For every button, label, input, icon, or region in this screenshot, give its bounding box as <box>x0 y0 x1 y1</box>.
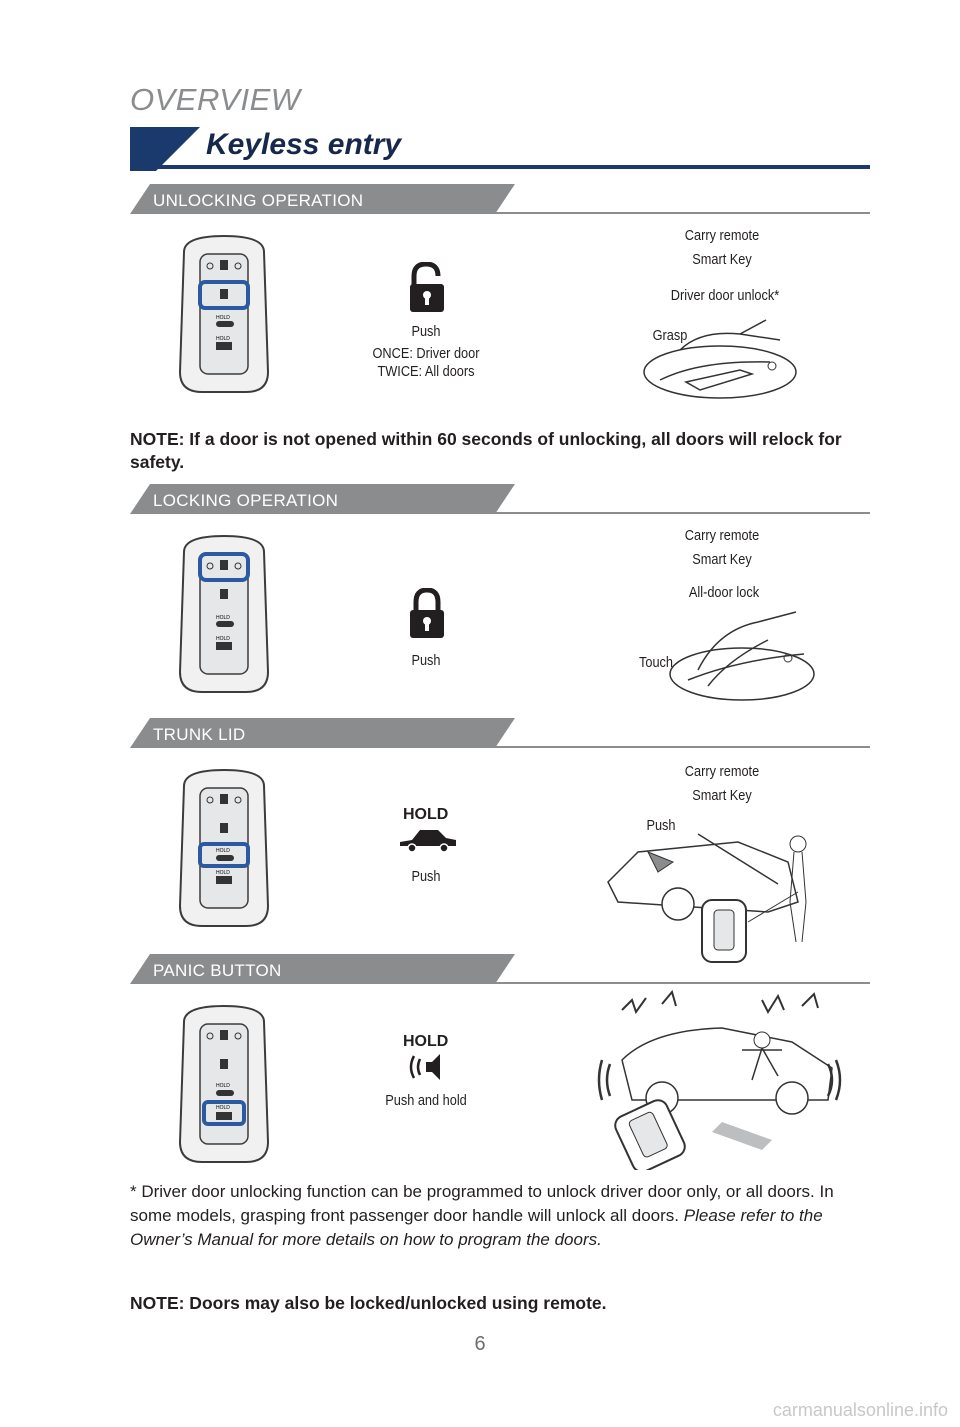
page-number: 6 <box>474 1333 486 1355</box>
lock-smart-key: Smart Key <box>692 551 752 568</box>
panic-alarm-illustration <box>597 990 842 1170</box>
section-label-unlocking: UNLOCKING OPERATION <box>153 191 364 210</box>
unlock-carry-remote: Carry remote <box>684 227 760 244</box>
section-band-unlocking <box>130 184 870 214</box>
svg-text:HOLD: HOLD <box>216 870 230 876</box>
section-band-trunk <box>130 718 870 748</box>
relock-note: NOTE: If a door is not opened within 60 … <box>130 429 842 472</box>
key-fob-unlock-icon: HOLD HOLD <box>178 234 270 393</box>
all-door-lock-label: All-door lock <box>688 584 760 601</box>
hand-grasping-door-handle-icon <box>643 319 797 399</box>
svg-text:HOLD: HOLD <box>216 848 230 854</box>
section-band-panic <box>130 954 870 984</box>
title-bar <box>130 127 870 171</box>
unlock-push-label: Push <box>411 323 441 340</box>
unlock-twice-label: TWICE: All doors <box>377 363 475 380</box>
svg-text:HOLD: HOLD <box>216 315 230 321</box>
unlock-once-label: ONCE: Driver door <box>372 345 480 362</box>
section-label-trunk: TRUNK LID <box>153 725 246 744</box>
section-label-panic: PANIC BUTTON <box>153 961 282 980</box>
footnote-italic: Please refer to the Owner’s Manual for m… <box>130 1206 823 1249</box>
panic-hold-label: HOLD <box>403 1033 449 1050</box>
section-band-locking <box>130 484 870 514</box>
trunk-smart-key: Smart Key <box>692 787 752 804</box>
trunk-car-icon <box>400 830 456 853</box>
car-trunk-illustration <box>607 833 807 963</box>
svg-text:HOLD: HOLD <box>216 615 230 621</box>
svg-text:HOLD: HOLD <box>216 336 230 342</box>
lock-push-label: Push <box>411 652 441 669</box>
lock-carry-remote: Carry remote <box>684 527 760 544</box>
svg-text:HOLD: HOLD <box>216 1105 230 1111</box>
remote-note: NOTE: Doors may also be locked/unlocked … <box>130 1293 607 1313</box>
svg-text:HOLD: HOLD <box>216 636 230 642</box>
svg-text:HOLD: HOLD <box>216 1083 230 1089</box>
section-label-locking: LOCKING OPERATION <box>153 491 339 510</box>
unlocked-padlock-icon <box>410 262 444 312</box>
watermark: carmanualsonline.info <box>772 1400 948 1420</box>
key-fob-panic-icon: HOLD HOLD <box>178 1004 270 1163</box>
unlock-smart-key: Smart Key <box>692 251 752 268</box>
trunk-push-callout: Push <box>646 817 676 834</box>
driver-door-unlock-label: Driver door unlock* <box>670 287 780 304</box>
push-and-hold-label: Push and hold <box>385 1092 467 1109</box>
panic-horn-icon <box>409 1054 440 1080</box>
footnote: * Driver door unlocking function can be … <box>130 1180 860 1252</box>
locked-padlock-icon <box>410 588 444 638</box>
grasp-label: Grasp <box>652 327 688 344</box>
key-fob-lock-icon: HOLD HOLD <box>178 534 270 693</box>
touch-label: Touch <box>638 654 674 671</box>
key-fob-trunk-icon: HOLD HOLD <box>178 768 270 927</box>
page-title: Keyless entry <box>206 128 402 161</box>
trunk-push-label: Push <box>411 868 441 885</box>
section-overview-label: OVERVIEW <box>130 82 301 117</box>
trunk-carry-remote: Carry remote <box>684 763 760 780</box>
hand-touching-door-handle-icon <box>669 611 815 701</box>
footnote-main: * Driver door unlocking function can be … <box>130 1182 834 1225</box>
trunk-hold-label: HOLD <box>403 806 449 823</box>
